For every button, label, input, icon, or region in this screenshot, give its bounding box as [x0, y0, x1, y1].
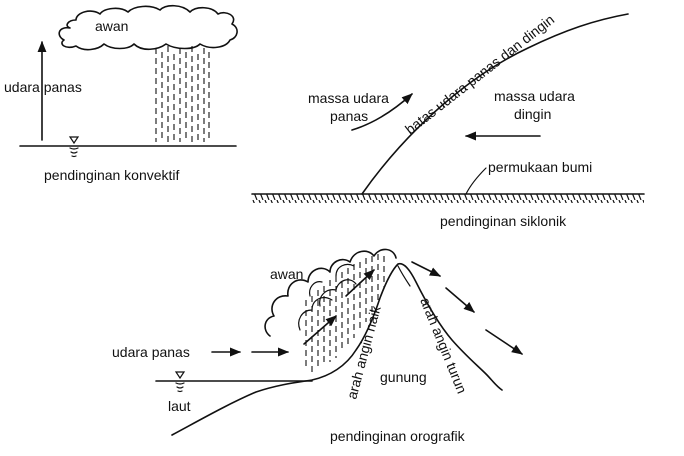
orographic-descend-arrow-3	[485, 329, 523, 355]
orographic-caption: pendinginan orografik	[330, 428, 466, 444]
orographic-cloud-label: awan	[270, 266, 303, 282]
mountain-profile	[171, 262, 503, 436]
convective-rain	[155, 46, 210, 142]
convective-caption: pendinginan konvektif	[44, 167, 180, 183]
cyclonic-panel: batas udara panas dan dingin massa udara…	[251, 11, 645, 229]
cyclonic-caption: pendinginan siklonik	[440, 213, 567, 229]
mountain-slope-inner	[397, 265, 411, 287]
cyclonic-warm-arrow	[351, 93, 413, 131]
orographic-air-label: udara panas	[112, 344, 190, 360]
cyclonic-cold-mass-line2: dingin	[514, 106, 551, 122]
convective-cloud-label: awan	[95, 18, 128, 34]
cyclonic-warm-mass-line2: panas	[330, 108, 368, 124]
cyclonic-warm-mass-line1: massa udara	[308, 90, 389, 106]
convective-air-label: udara panas	[4, 79, 82, 95]
orographic-descend-arrow-1	[411, 261, 442, 277]
orographic-sea-label: laut	[168, 398, 191, 414]
cyclonic-cold-mass-line1: massa udara	[494, 88, 575, 104]
convective-panel: awan udara panas pendinginan konvektif	[4, 4, 238, 183]
sea-level-icon	[174, 371, 186, 393]
cyclonic-front-curve	[361, 13, 629, 195]
orographic-rise-arrow-1	[303, 315, 337, 345]
cyclonic-surface-leader	[465, 167, 487, 195]
convective-cloud	[58, 4, 238, 51]
orographic-rising-label: arah angin naik	[343, 303, 383, 401]
water-level-icon	[68, 136, 80, 158]
cyclonic-ground-hatch	[252, 194, 644, 203]
orographic-descend-arrow-2	[445, 287, 475, 313]
cyclonic-surface-label: permukaan bumi	[488, 159, 592, 175]
orographic-mountain-label: gunung	[380, 369, 427, 385]
orographic-rise-arrow-2	[345, 269, 375, 297]
orographic-panel: laut awan	[112, 248, 523, 444]
